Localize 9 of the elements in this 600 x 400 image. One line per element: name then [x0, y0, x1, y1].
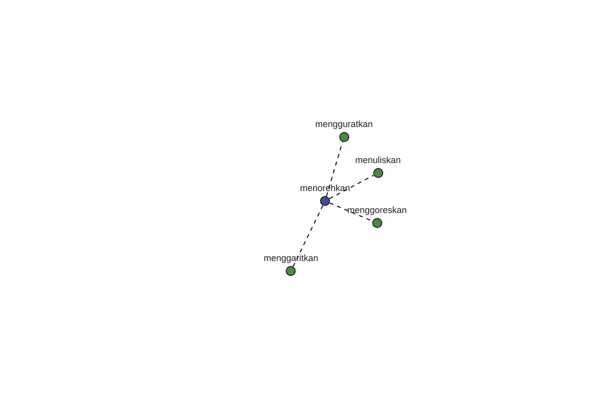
node-label: menggaritkan — [264, 253, 318, 264]
connector-line — [328, 174, 374, 200]
node-label: menuliskan — [355, 155, 401, 166]
connector-line — [329, 202, 373, 222]
node-label: menggoreskan — [347, 205, 407, 216]
node-label: menorehkan — [300, 183, 350, 194]
node-label: mengguratkan — [315, 119, 373, 130]
connector-line — [326, 141, 344, 197]
connector-line — [292, 205, 324, 267]
